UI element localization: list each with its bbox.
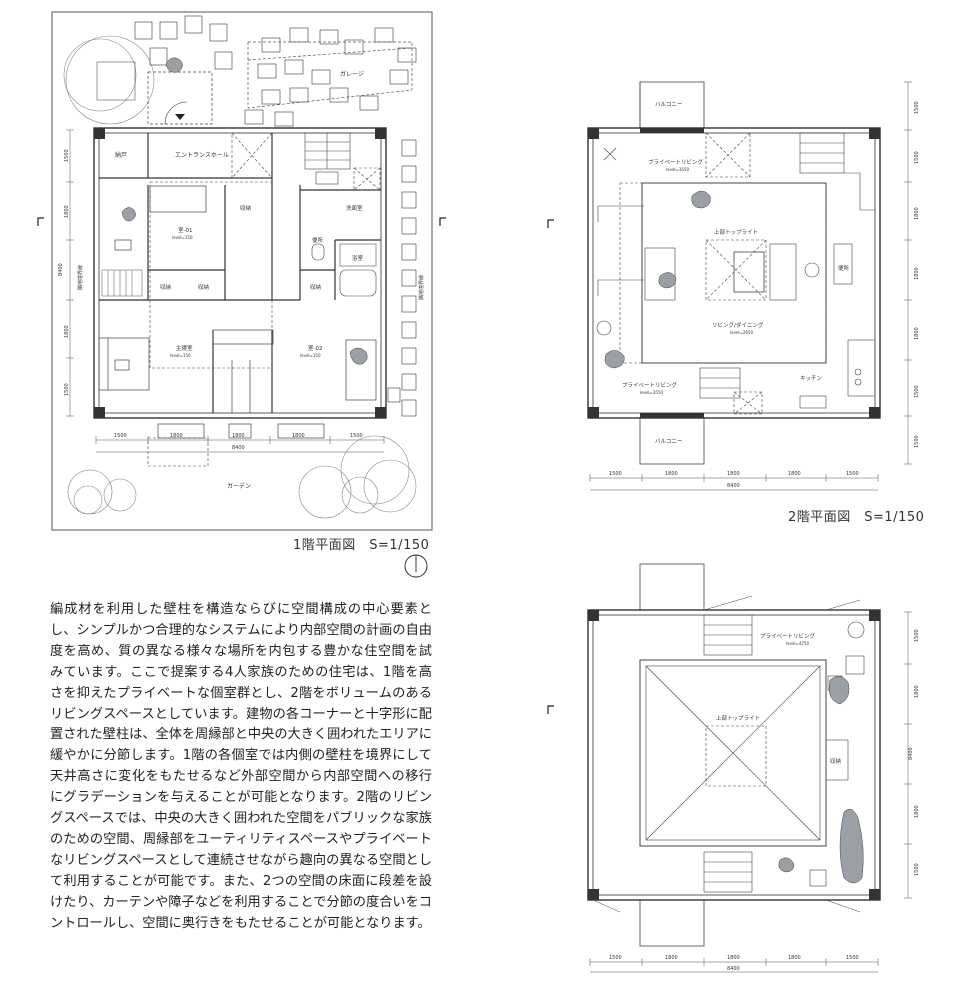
dim2-v-6: 1500 — [914, 385, 920, 398]
floor1-plan — [37, 11, 446, 531]
label-room01-level: level=150 — [172, 235, 193, 240]
label-laundry: 洗面室 — [346, 204, 363, 212]
dim3-h-3: 1800 — [727, 955, 740, 961]
label-storage: 納戸 — [115, 151, 127, 159]
label-balcony-bottom: バルコニー — [655, 438, 682, 445]
label-room02: 室-02 — [308, 344, 322, 352]
label-entrance-hall: エントランスホール — [175, 152, 229, 159]
dim-h-total: 8400 — [232, 445, 245, 451]
label-boundary-left: 隣地境界線 — [77, 265, 84, 290]
dim3-h-4: 1800 — [788, 955, 801, 961]
label-skylight-f2: 上部トップライト — [714, 228, 758, 236]
dim-v-total: 8400 — [58, 263, 64, 276]
label-skylight-f3: 上部トップライト — [716, 714, 760, 722]
dim2-v-4: 1800 — [914, 267, 920, 280]
label-closet-a: 収納 — [240, 204, 252, 212]
label-room02-level: level=150 — [300, 353, 321, 358]
dim3-h-5: 1500 — [846, 955, 859, 961]
dim-h-4: 1800 — [292, 433, 305, 439]
label-private-living-f3-level: level=4750 — [786, 641, 809, 646]
dim3-v-4: 1800 — [914, 805, 920, 818]
garden-trees — [67, 435, 417, 519]
dim3-h-1: 1500 — [609, 955, 622, 961]
floor3-plan — [547, 563, 912, 973]
label-living-dining: リビング/ダイニング — [712, 321, 764, 329]
label-bath: 浴室 — [352, 254, 364, 262]
label-garage: ガレージ — [340, 70, 364, 78]
label-balcony-top: バルコニー — [655, 101, 682, 108]
label-closet-c: 収納 — [198, 283, 210, 291]
label-private-living-bottom-level: level=3550 — [640, 390, 663, 395]
dim2-v-1: 1500 — [914, 101, 920, 114]
dim2-h-3: 1800 — [727, 471, 740, 477]
label-private-living-bottom: プライベートリビング — [622, 381, 678, 389]
dim2-v-5: 1800 — [914, 327, 920, 340]
floor2-title: 2階平面図 S=1/150 — [788, 510, 925, 525]
dim-v-5: 1500 — [64, 383, 70, 396]
beds — [98, 185, 377, 401]
dim2-v-3: 1800 — [914, 207, 920, 220]
floor2-labels: バルコニー プライベートリビング level=3550 上部トップライト 便所 … — [609, 101, 920, 489]
label-private-living-top-level: level=3550 — [666, 167, 689, 172]
dim3-v-1: 1500 — [914, 629, 920, 642]
dim2-v-7: 1500 — [914, 435, 920, 448]
dim-h-5: 1500 — [350, 433, 363, 439]
label-toilet: 便所 — [312, 236, 324, 244]
dim3-h-2: 1800 — [665, 955, 678, 961]
floor3-labels: プライベートリビング level=4750 上部トップライト 収納 1500 1… — [609, 629, 920, 972]
dim2-h-5: 1500 — [846, 471, 859, 477]
label-kitchen: キッチン — [800, 375, 823, 382]
label-private-living-top: プライベートリビング — [648, 158, 704, 166]
floor1-labels: 納戸 エントランスホール ガレージ 室-01 level=150 収納 洗面室 … — [58, 70, 425, 490]
label-master: 主寝室 — [176, 344, 193, 352]
label-closet-b: 収納 — [160, 283, 172, 291]
dim2-h-4: 1800 — [788, 471, 801, 477]
label-toilet-f2: 便所 — [838, 264, 850, 272]
dim2-v-2: 1500 — [914, 151, 920, 164]
description-text: 編成材を利用した壁柱を構造ならびに空間構成の中心要素とし、シンプルかつ合理的なシ… — [50, 602, 432, 931]
dim-v-1: 1500 — [64, 149, 70, 162]
dim3-v-5: 1500 — [914, 863, 920, 876]
dim3-v-2: 1800 — [914, 685, 920, 698]
label-living-dining-level: level=2650 — [730, 330, 753, 335]
tree-top-left — [63, 35, 155, 125]
label-garden: ガーデン — [227, 482, 251, 490]
label-room01: 室-01 — [178, 226, 192, 234]
dim-h-3: 1800 — [232, 433, 245, 439]
paving-stones — [134, 15, 417, 127]
dim-v-4: 1800 — [64, 325, 70, 338]
dim2-h-total: 8400 — [727, 483, 740, 489]
dim2-h-1: 1500 — [609, 471, 622, 477]
label-private-living-f3: プライベートリビング — [760, 632, 816, 640]
floor2-plan — [547, 81, 912, 491]
label-closet-f3: 収納 — [830, 757, 842, 765]
dim-v-2: 1800 — [64, 205, 70, 218]
dim-h-1: 1500 — [114, 433, 127, 439]
floor1-title: 1階平面図 S=1/150 — [293, 538, 430, 553]
dim3-v-total: 8400 — [908, 747, 914, 760]
north-arrow-icon — [404, 554, 428, 578]
label-boundary-right: 隣地境界線 — [418, 275, 425, 300]
dim-h-2: 1800 — [170, 433, 183, 439]
label-master-level: level=150 — [170, 353, 191, 358]
dim3-h-total: 8400 — [727, 966, 740, 972]
dim2-h-2: 1800 — [665, 471, 678, 477]
label-closet-d: 収納 — [310, 283, 322, 291]
